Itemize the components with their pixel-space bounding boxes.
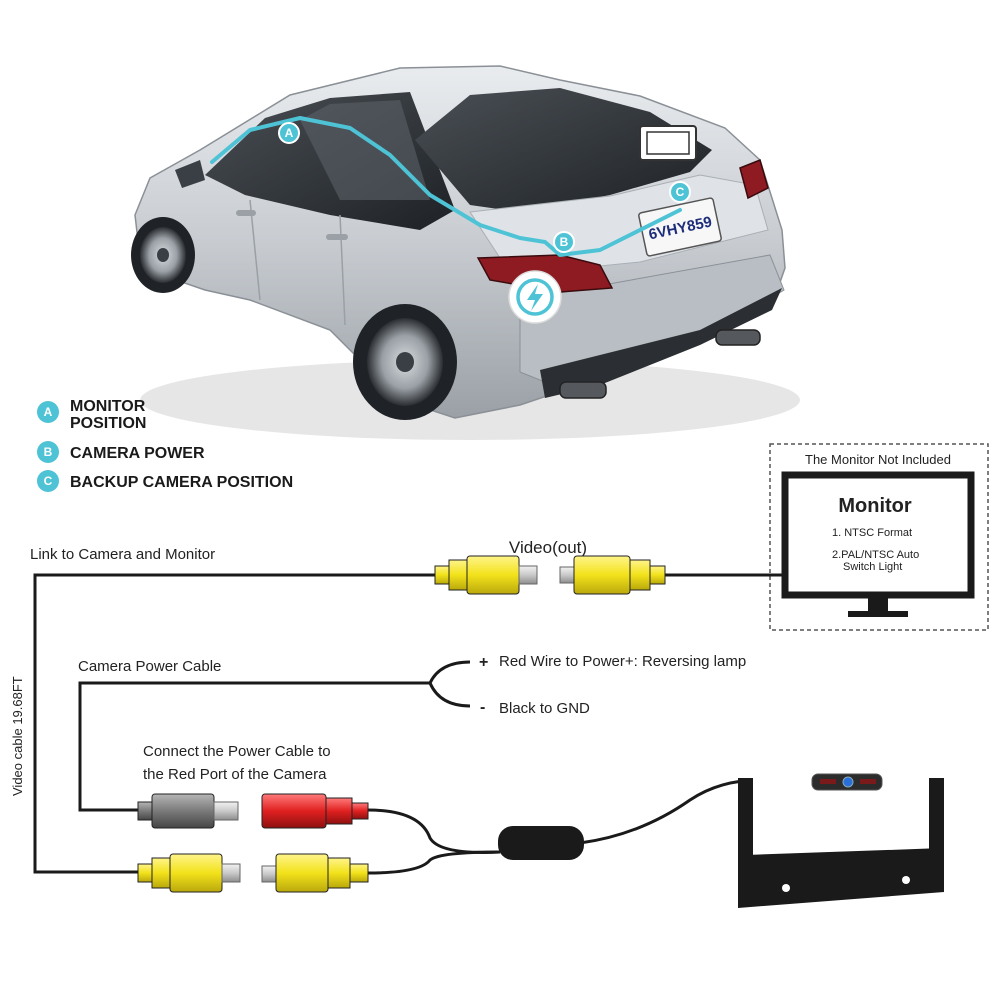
black-wire-label: Black to GND bbox=[499, 700, 590, 717]
svg-text:A: A bbox=[285, 126, 294, 140]
monitor-note: The Monitor Not Included bbox=[805, 452, 951, 467]
rca-yellow-male-top bbox=[559, 555, 666, 595]
red-wire-label: Red Wire to Power+: Reversing lamp bbox=[499, 653, 746, 670]
svg-text:B: B bbox=[44, 445, 53, 459]
monitor-frame-callout bbox=[639, 125, 697, 161]
monitor-stand bbox=[868, 596, 888, 612]
rca-yellow-male-bottom bbox=[137, 853, 241, 893]
marker-c: C bbox=[669, 181, 691, 203]
wiring-route-line bbox=[210, 116, 682, 257]
svg-text:B: B bbox=[560, 235, 569, 249]
video-out-label: Video(out) bbox=[509, 538, 587, 557]
rca-yellow-female-top bbox=[434, 555, 538, 595]
license-plate: 6VHY859 bbox=[638, 197, 722, 257]
marker-b: B bbox=[553, 231, 575, 253]
car-illustration: 6VHY859 A B C bbox=[131, 65, 800, 440]
link-label: Link to Camera and Monitor bbox=[30, 546, 215, 563]
legend-item-c: C BACKUP CAMERA POSITION bbox=[37, 470, 293, 492]
video-cable bbox=[33, 573, 435, 874]
marker-a: A bbox=[278, 122, 300, 144]
video-cable-length-label: Video cable 19.68FT bbox=[10, 676, 25, 796]
legend-label: CAMERA POWER bbox=[70, 445, 205, 462]
legend-label: BACKUP CAMERA POSITION bbox=[70, 474, 293, 491]
inline-filter bbox=[498, 826, 584, 860]
monitor-title: Monitor bbox=[838, 495, 912, 517]
power-cable bbox=[78, 681, 430, 812]
svg-text:A: A bbox=[44, 405, 53, 419]
svg-text:C: C bbox=[44, 474, 53, 488]
plus-sign: + bbox=[479, 654, 488, 671]
connect-instruction: Connect the Power Cable to bbox=[143, 743, 331, 760]
rear-wheel bbox=[353, 304, 457, 420]
minus-sign: - bbox=[480, 699, 485, 716]
power-cable-label: Camera Power Cable bbox=[78, 658, 221, 675]
legend-item-b: B CAMERA POWER bbox=[37, 441, 205, 463]
legend-item-a: A MONITOR POSITION bbox=[37, 398, 146, 432]
lightning-icon bbox=[508, 270, 562, 324]
gray-power-plug bbox=[137, 793, 239, 829]
legend-label: MONITOR bbox=[70, 398, 146, 415]
wiring-diagram: Link to Camera and Monitor Video(out) Ca… bbox=[10, 538, 944, 908]
license-plate-frame-camera bbox=[738, 762, 944, 908]
monitor-feature-1: 1. NTSC Format bbox=[832, 527, 912, 539]
monitor-feature-2: 2.PAL/NTSC Auto bbox=[832, 549, 919, 561]
svg-text:C: C bbox=[676, 185, 685, 199]
legend: A MONITOR POSITION B CAMERA POWER C BACK… bbox=[37, 398, 293, 492]
connect-instruction: the Red Port of the Camera bbox=[143, 766, 327, 783]
rca-yellow-female-bottom bbox=[261, 853, 369, 893]
monitor-feature-2b: Switch Light bbox=[843, 561, 902, 573]
monitor-box: The Monitor Not Included Monitor 1. NTSC… bbox=[769, 443, 989, 631]
red-power-port bbox=[261, 793, 369, 829]
legend-label: POSITION bbox=[70, 415, 146, 432]
front-wheel bbox=[131, 217, 195, 293]
